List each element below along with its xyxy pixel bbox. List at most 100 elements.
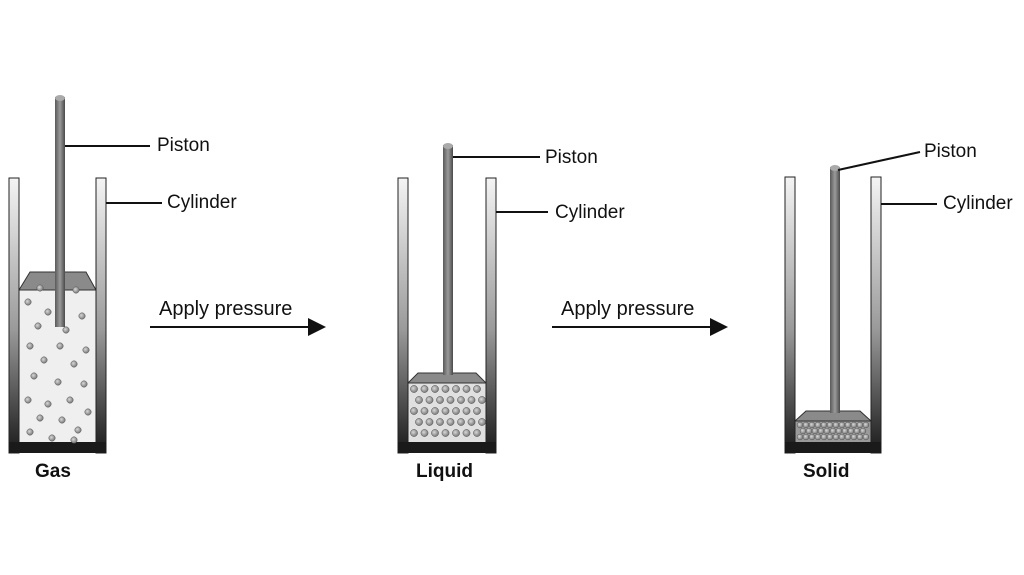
state-label-gas: Gas [35,461,71,482]
particle [446,396,455,404]
liquid-piston-head [406,372,488,384]
particle [56,342,64,350]
solid-cylinder [784,165,882,454]
particle [24,396,32,404]
particle [446,418,455,426]
particle [796,421,804,429]
particle [431,407,439,415]
solid-particles [796,421,870,441]
particle [436,418,444,426]
particle [856,433,864,441]
particle [844,421,852,429]
particle [462,429,471,437]
particle [808,433,816,441]
particle [808,421,816,429]
particle [826,421,834,429]
gas-particles [24,284,92,444]
gas-cylinder-base [9,442,106,453]
particle [802,421,810,429]
particle [24,298,32,306]
solid-piston-head [793,410,873,422]
particle [70,436,78,444]
particle [814,421,822,429]
solid-piston-label: Piston [924,141,977,162]
liquid-particles [410,385,486,437]
particle [70,360,78,368]
particle [862,433,870,441]
pressure-arrow-2 [552,318,728,336]
particle [441,385,450,393]
particle [850,433,858,441]
particle [54,378,62,386]
particle [36,414,44,422]
apply-pressure-label-2: Apply pressure [561,298,695,320]
particle [802,433,810,441]
particle [410,385,418,393]
particle [457,396,465,404]
particle [467,396,476,404]
particle [62,326,70,334]
particle [58,416,66,424]
particle [823,427,831,435]
particle [850,421,858,429]
particle [44,308,52,316]
particle [835,427,843,435]
particle [841,427,849,435]
particle [80,380,88,388]
gas-cylinder [8,95,107,454]
particle [473,429,481,437]
particle [820,421,828,429]
particle [26,428,34,436]
particle [796,433,804,441]
state-label-liquid: Liquid [416,461,473,482]
particle [811,427,819,435]
particle [452,385,460,393]
particle [420,385,429,393]
liquid-cylinder-label: Cylinder [555,202,625,223]
particle [478,396,486,404]
particle [44,400,52,408]
particle [436,396,444,404]
solid-cylinder-label: Cylinder [943,193,1013,214]
solid-cylinder-right-wall [870,176,882,454]
particle [78,312,86,320]
particle [452,429,460,437]
particle [48,434,56,442]
state-label-solid: Solid [803,461,850,482]
solid-piston-rod [830,167,840,413]
particle [462,385,471,393]
liquid-piston-rod [443,145,453,375]
particle [425,418,434,426]
particle [462,407,471,415]
particle [425,396,434,404]
particle [457,418,465,426]
particle [467,418,476,426]
particle [452,407,460,415]
particle [441,407,450,415]
liquid-cylinder-left-wall [397,177,409,454]
particle [66,396,74,404]
pressure-arrow-1 [150,318,326,336]
particle [34,322,42,330]
particle [473,407,481,415]
apply-pressure-label-1: Apply pressure [159,298,293,320]
particle [847,427,855,435]
solid-cylinder-left-wall [784,176,796,454]
particle [838,421,846,429]
particle [26,342,34,350]
particle [859,427,867,435]
particle [415,396,423,404]
particle [826,433,834,441]
particle [72,286,80,294]
particle [856,421,864,429]
particle [829,427,837,435]
particle [805,427,813,435]
particle [84,408,92,416]
particle [832,421,840,429]
liquid-piston-label: Piston [545,147,598,168]
particle [478,418,486,426]
gas-piston-label: Piston [157,135,210,156]
particle [838,433,846,441]
gas-cylinder-left-wall [8,177,20,454]
particle [441,429,450,437]
